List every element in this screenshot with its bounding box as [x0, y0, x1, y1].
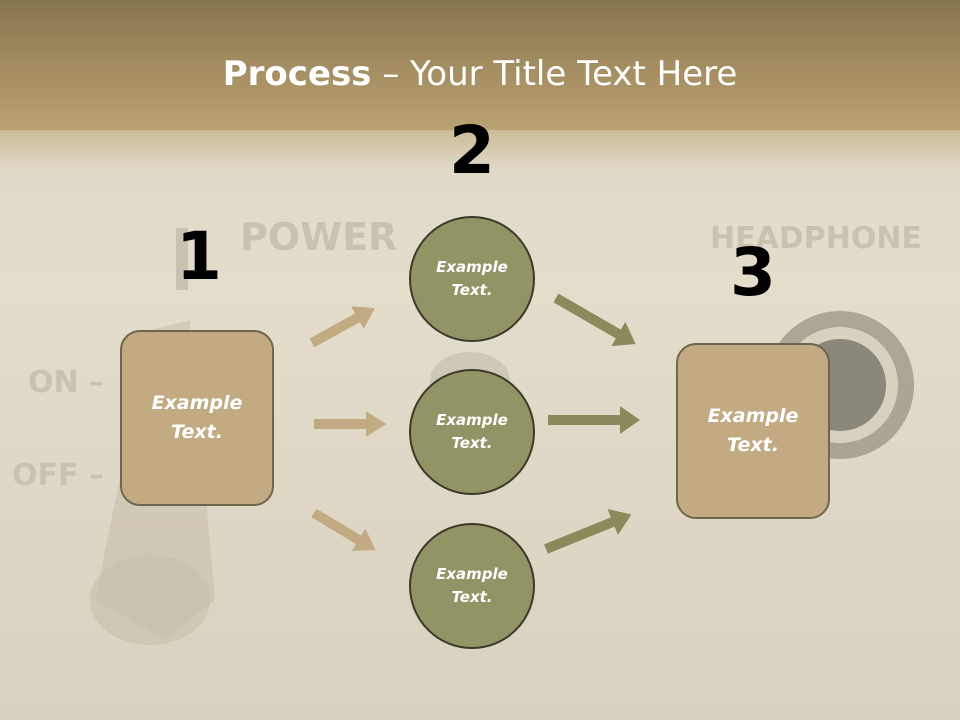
slide-title: Process – Your Title Text Here: [0, 52, 960, 96]
step-2-circle-bottom-text: Example Text.: [436, 565, 508, 606]
step-2-circle-bottom: Example Text.: [409, 523, 535, 649]
arrow-bottom-to-3: [544, 509, 632, 554]
step-1-text: Example Text.: [151, 392, 243, 443]
bg-label-off: OFF –: [12, 458, 104, 493]
title-band: [0, 0, 960, 130]
step-2-circle-top-text: Example Text.: [436, 258, 508, 299]
step-1-box: Example Text.: [120, 330, 274, 506]
title-bold: Process: [222, 54, 372, 94]
step-2-circle-top: Example Text.: [409, 216, 535, 342]
step-number-3: 3: [730, 234, 776, 311]
arrow-1-to-bottom: [311, 508, 376, 551]
arrow-middle-to-3: [548, 406, 640, 434]
arrow-1-to-top: [309, 306, 375, 348]
title-band-fade: [0, 130, 960, 170]
bg-label-headphone: HEADPHONE: [710, 221, 922, 256]
olive-arrows: [544, 293, 640, 554]
arrow-1-to-middle: [314, 411, 386, 437]
bg-label-on: ON –: [28, 365, 104, 400]
step-3-text: Example Text.: [707, 405, 799, 456]
tan-arrows: [309, 306, 386, 551]
bg-label-power: POWER: [240, 215, 397, 259]
step-number-1: 1: [176, 218, 222, 295]
title-rest: – Your Title Text Here: [371, 54, 738, 94]
step-number-2: 2: [449, 112, 495, 189]
step-2-circle-middle: Example Text.: [409, 369, 535, 495]
arrow-top-to-3: [553, 293, 636, 347]
step-2-circle-middle-text: Example Text.: [436, 411, 508, 452]
step-3-box: Example Text.: [676, 343, 830, 519]
